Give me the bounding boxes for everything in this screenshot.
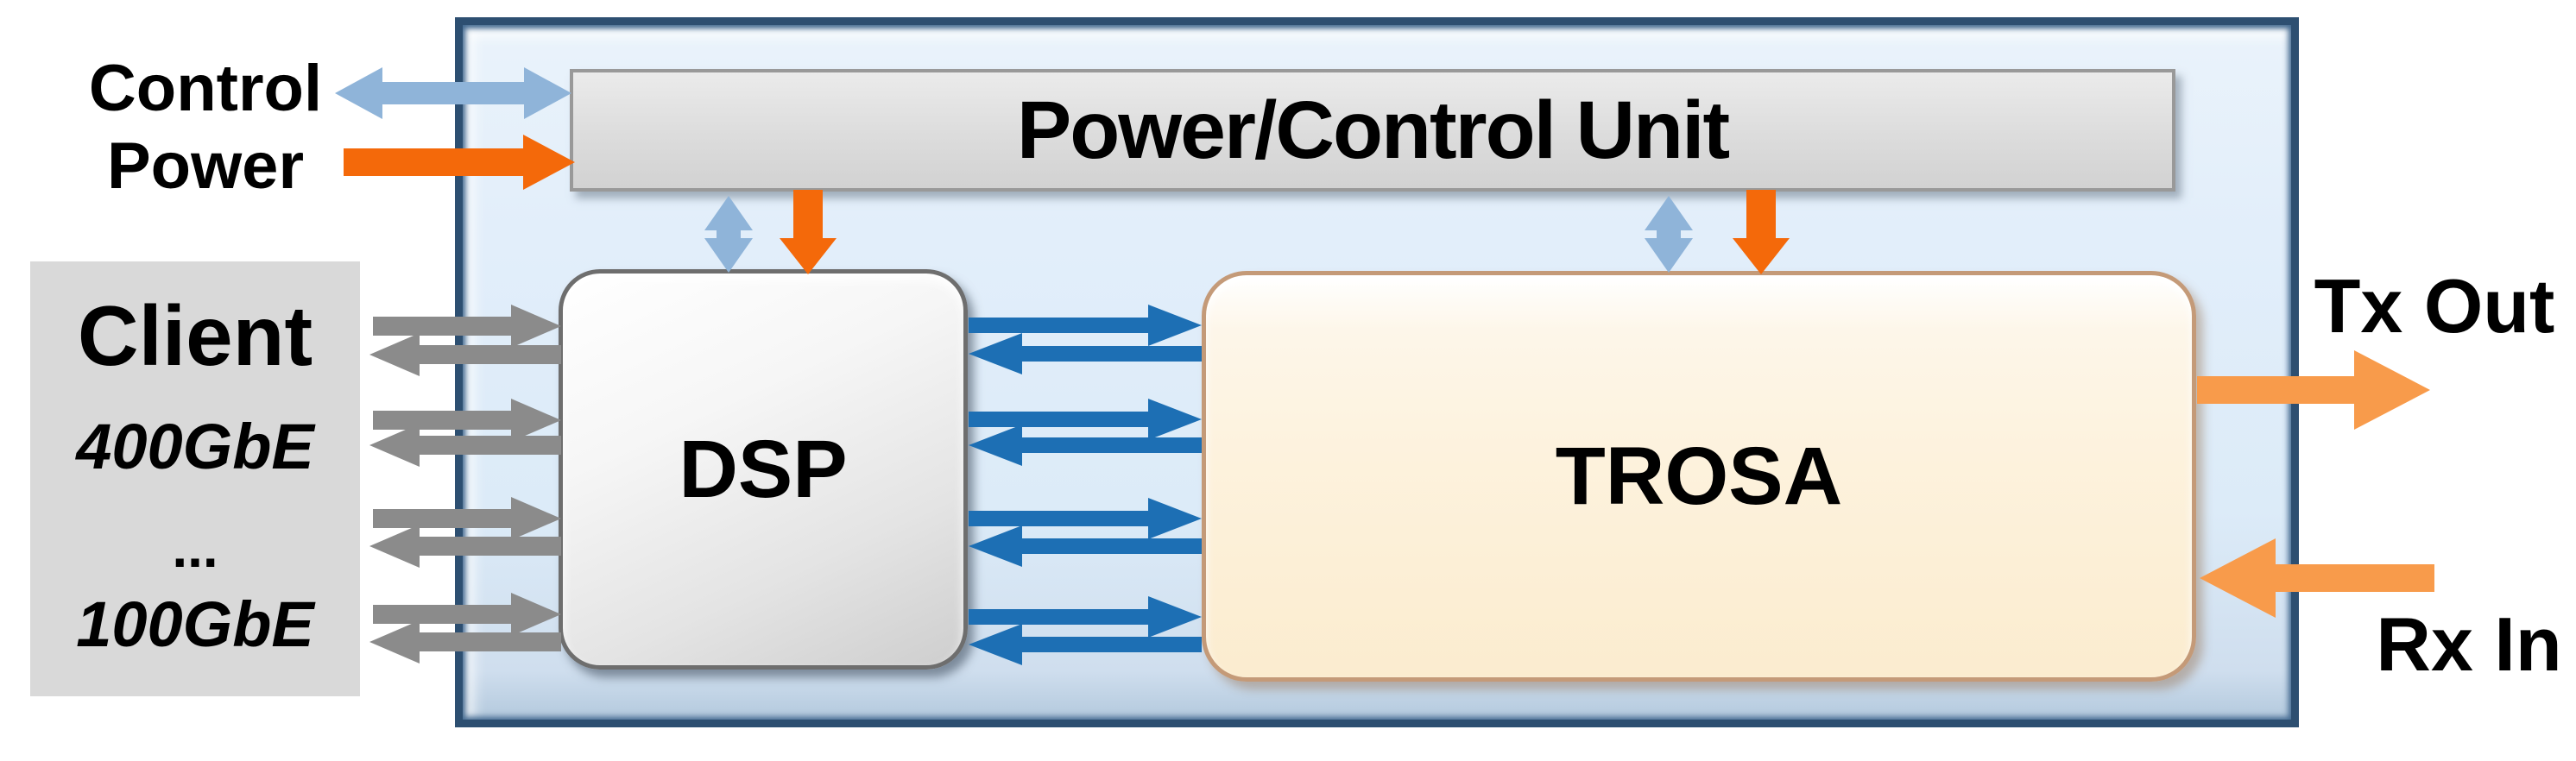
power-control-unit-label: Power/Control Unit — [1016, 84, 1730, 176]
rx-in-label: Rx In — [2376, 601, 2562, 687]
dsp-box: DSP — [559, 269, 968, 670]
client-rate-400gbe: 400GbE — [76, 411, 314, 482]
client-rate-100gbe: 100GbE — [76, 588, 314, 660]
dsp-label: DSP — [679, 423, 848, 515]
trosa-box: TROSA — [1202, 271, 2196, 682]
module-boundary: Power/Control Unit DSP TROSA — [455, 17, 2299, 727]
control-label: Control — [88, 52, 323, 125]
power-control-unit-box: Power/Control Unit — [570, 69, 2175, 192]
trosa-label: TROSA — [1555, 430, 1843, 522]
client-rates-ellipsis: ... — [172, 517, 218, 579]
tx-out-label: Tx Out — [2314, 263, 2555, 349]
client-box: Client 400GbE ... 100GbE — [30, 261, 360, 696]
power-label: Power — [106, 129, 305, 203]
client-title: Client — [77, 288, 313, 383]
